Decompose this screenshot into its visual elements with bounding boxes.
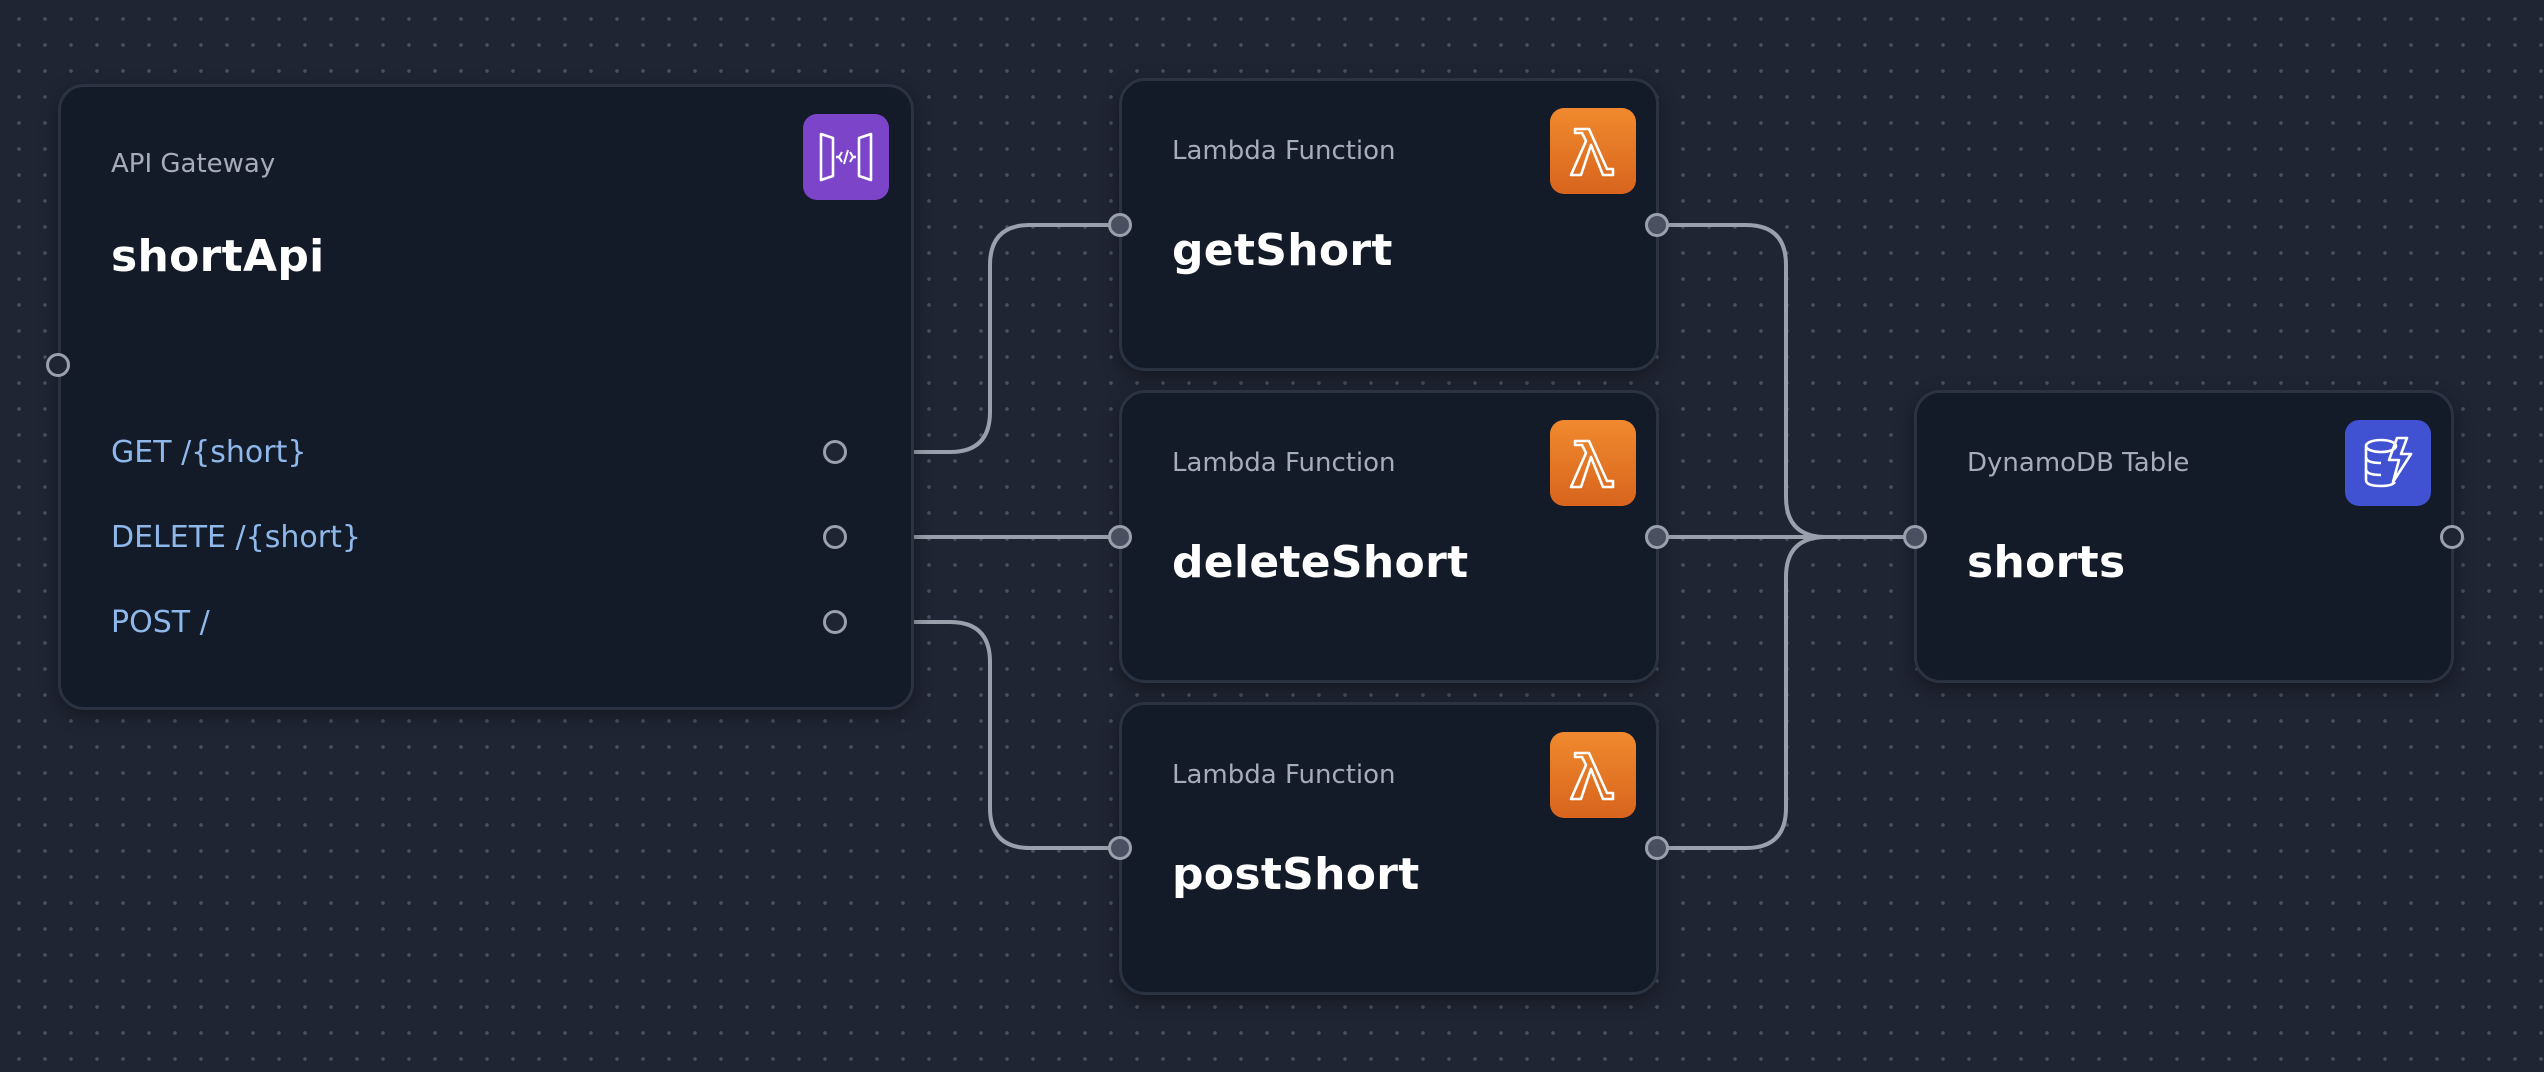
node-title: shorts <box>1967 537 2126 588</box>
port-postshort-input[interactable] <box>1108 836 1132 860</box>
node-type-label: DynamoDB Table <box>1967 448 2190 478</box>
node-type-label: Lambda Function <box>1172 136 1396 166</box>
port-getshort-input[interactable] <box>1108 213 1132 237</box>
port-postshort-output[interactable] <box>1645 836 1669 860</box>
dynamodb-icon <box>2345 420 2431 506</box>
port-deleteshort-output[interactable] <box>1645 525 1669 549</box>
port-getshort-output[interactable] <box>1645 213 1669 237</box>
node-dynamodb-shorts[interactable]: DynamoDB Table shorts <box>1914 390 2454 683</box>
route-delete-short[interactable]: DELETE /{short} <box>111 520 361 555</box>
edge-getshort-to-shorts[interactable] <box>1657 223 1915 539</box>
node-title: postShort <box>1172 849 1420 900</box>
node-type-label: API Gateway <box>111 149 276 179</box>
port-api-input[interactable] <box>46 353 70 377</box>
lambda-icon <box>1550 108 1636 194</box>
port-deleteshort-input[interactable] <box>1108 525 1132 549</box>
node-title: getShort <box>1172 225 1393 276</box>
port-get-route-output[interactable] <box>823 440 847 464</box>
port-post-route-output[interactable] <box>823 610 847 634</box>
lambda-icon <box>1550 420 1636 506</box>
node-api-gateway[interactable]: API Gateway shortApi GET /{short} DELETE… <box>58 84 914 710</box>
node-lambda-deleteshort[interactable]: Lambda Function deleteShort <box>1119 390 1659 683</box>
port-delete-route-output[interactable] <box>823 525 847 549</box>
edge-postshort-to-shorts[interactable] <box>1657 535 1915 850</box>
node-lambda-postshort[interactable]: Lambda Function postShort <box>1119 702 1659 995</box>
node-type-label: Lambda Function <box>1172 448 1396 478</box>
node-lambda-getshort[interactable]: Lambda Function getShort <box>1119 78 1659 371</box>
port-shorts-output[interactable] <box>2440 525 2464 549</box>
node-title: deleteShort <box>1172 537 1469 588</box>
node-title: shortApi <box>111 231 325 282</box>
port-shorts-input[interactable] <box>1903 525 1927 549</box>
lambda-icon <box>1550 732 1636 818</box>
route-post[interactable]: POST / <box>111 605 210 640</box>
route-get-short[interactable]: GET /{short} <box>111 435 307 470</box>
api-gateway-icon <box>803 114 889 200</box>
node-type-label: Lambda Function <box>1172 760 1396 790</box>
